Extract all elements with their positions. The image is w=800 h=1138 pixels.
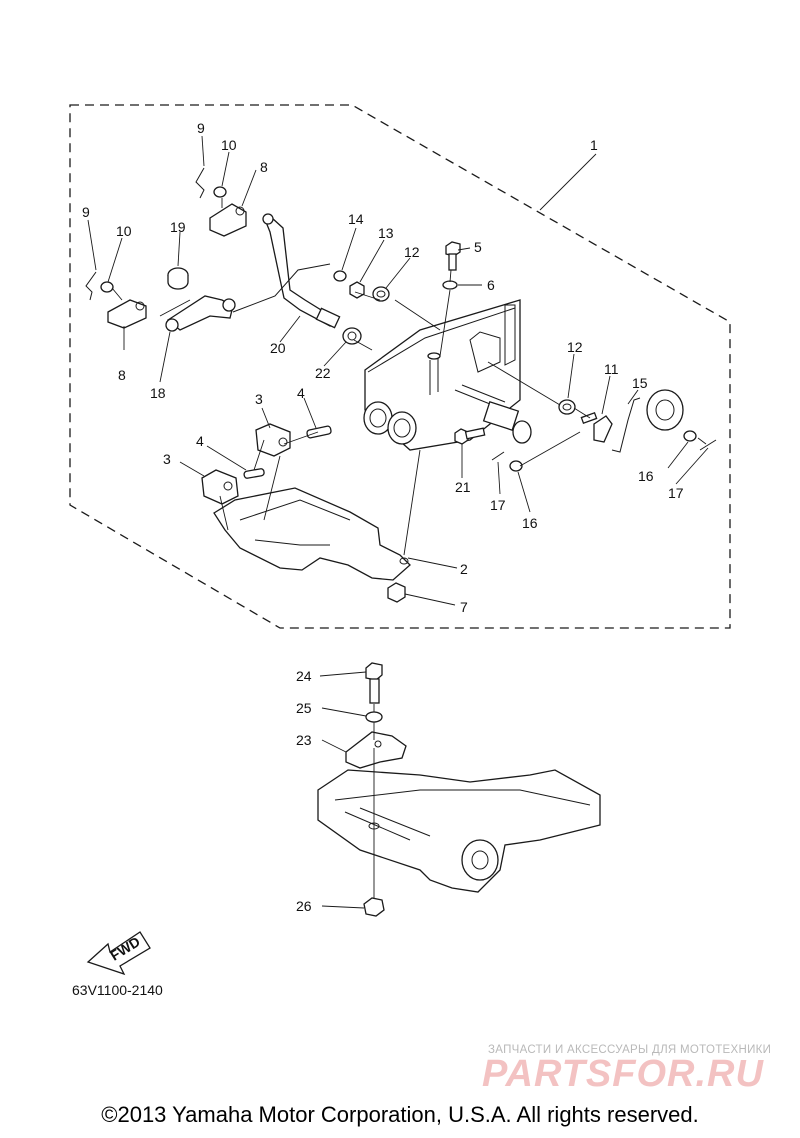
washer-part-6 — [442, 280, 458, 290]
callout-15: 15 — [632, 375, 648, 391]
callout-9-lower: 9 — [82, 204, 90, 220]
callout-7: 7 — [460, 599, 468, 615]
washer-part-14 — [333, 270, 347, 282]
callout-24: 24 — [296, 668, 312, 684]
callout-12-lower: 12 — [567, 339, 583, 355]
callout-23: 23 — [296, 732, 312, 748]
nut-part-13 — [349, 281, 365, 299]
washer-part-16-left — [509, 460, 523, 472]
callout-19: 19 — [170, 219, 186, 235]
callout-labels: 1 2 3 3 4 4 5 6 7 8 8 9 9 10 10 11 12 12… — [82, 120, 684, 914]
callout-8-lower: 8 — [118, 367, 126, 383]
link-lever-part-3-upper — [255, 423, 291, 457]
leader-lines — [87, 135, 709, 909]
bolt-part-21 — [454, 427, 486, 445]
watermark-logo: PARTSFOR.RU — [482, 1053, 764, 1095]
callout-8-upper: 8 — [260, 159, 268, 175]
pin-part-4-upper — [306, 425, 332, 439]
callout-22: 22 — [315, 365, 331, 381]
joint-part-8-upper — [209, 203, 247, 237]
clip-part-9-lower — [85, 271, 97, 301]
callout-3-lower: 3 — [163, 451, 171, 467]
clip-part-17-left — [491, 451, 505, 461]
bolt-part-24 — [365, 662, 383, 704]
joint-part-8-lower — [107, 299, 147, 329]
copyright-notice: ©2013 Yamaha Motor Corporation, U.S.A. A… — [101, 1102, 699, 1127]
callout-3-upper: 3 — [255, 391, 263, 407]
callout-11: 11 — [604, 361, 619, 377]
fwd-arrow-icon: FWD — [86, 931, 151, 976]
pin-part-4-lower — [243, 468, 265, 479]
callout-10-lower: 10 — [116, 223, 132, 239]
callout-12-upper: 12 — [404, 244, 420, 260]
collar-part-12-lower — [558, 399, 576, 415]
callout-10-upper: 10 — [221, 137, 237, 153]
callout-4-upper: 4 — [297, 385, 305, 401]
carburetor-body — [363, 299, 532, 451]
callout-14: 14 — [348, 211, 364, 227]
clip-part-9-upper — [195, 167, 205, 199]
clip-part-17-right — [699, 439, 717, 451]
rod-part-18 — [165, 263, 331, 332]
clamp-bracket — [317, 769, 601, 893]
callout-9-upper: 9 — [197, 120, 205, 136]
plate-part-23 — [345, 731, 407, 769]
callout-18: 18 — [150, 385, 166, 401]
washer-part-10-lower — [100, 281, 114, 293]
callout-17-left: 17 — [490, 497, 506, 513]
washer-part-10-upper — [213, 186, 227, 198]
callout-16-left: 16 — [522, 515, 538, 531]
callout-13: 13 — [378, 225, 394, 241]
callout-4-lower: 4 — [196, 433, 204, 449]
collar-part-22 — [342, 327, 362, 345]
washer-part-16-right — [683, 430, 697, 442]
link-part-11 — [580, 411, 613, 443]
callout-17-right: 17 — [668, 485, 684, 501]
callout-2: 2 — [460, 561, 468, 577]
collar-part-19 — [167, 267, 189, 290]
nut-part-26 — [363, 897, 385, 917]
callout-20: 20 — [270, 340, 286, 356]
callout-21: 21 — [455, 479, 471, 495]
shift-rod-part-20 — [262, 213, 341, 329]
link-lever-part-3-lower — [201, 469, 239, 505]
callout-5: 5 — [474, 239, 482, 255]
callout-25: 25 — [296, 700, 312, 716]
assembly-boundary — [69, 104, 731, 629]
nut-part-7 — [387, 582, 406, 603]
callout-16-right: 16 — [638, 468, 654, 484]
bolt-part-5 — [445, 241, 461, 271]
collar-part-12-upper — [372, 286, 390, 302]
diagram-code: 63V1100-2140 — [72, 982, 163, 998]
bracket-part-2 — [213, 487, 411, 581]
throttle-cam — [646, 389, 684, 431]
rod-part-15 — [611, 397, 641, 453]
washer-part-25 — [365, 711, 383, 723]
callout-6: 6 — [487, 277, 495, 293]
watermark-subtitle: ЗАПЧАСТИ И АКСЕССУАРЫ ДЛЯ МОТОТЕХНИКИ — [488, 1044, 772, 1056]
callout-1: 1 — [590, 137, 598, 153]
callout-26: 26 — [296, 898, 312, 914]
